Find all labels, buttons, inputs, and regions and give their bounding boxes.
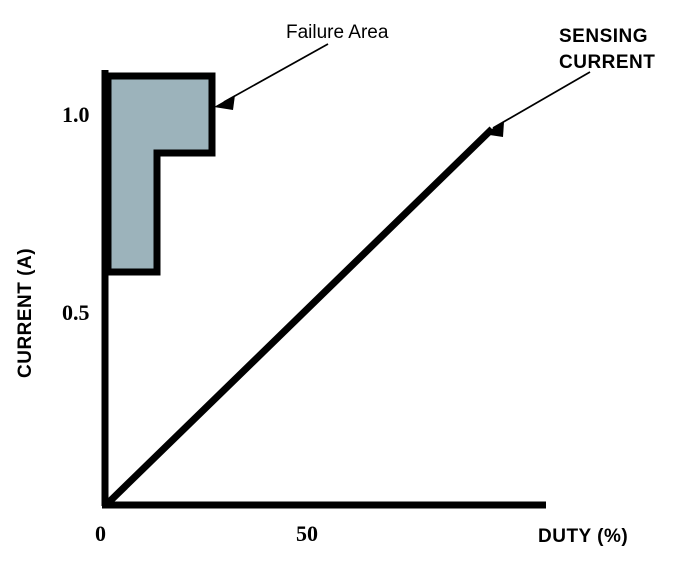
y-tick-label-1: 1.0 [62, 102, 90, 127]
sensing-current-label-line2: CURRENT [559, 52, 655, 73]
sensing-current-arrowhead [483, 122, 504, 137]
x-tick-label-0: 0 [95, 521, 106, 546]
failure-area-label: Failure Area [286, 22, 389, 43]
sensing-current-label-line1: SENSING [559, 26, 648, 47]
sensing-current-leader-line [492, 71, 591, 129]
failure-area-leader-line [223, 43, 329, 103]
failure-area-arrowhead [214, 95, 235, 110]
y-axis-title: CURRENT (A) [15, 248, 36, 378]
x-axis-title: DUTY (%) [538, 526, 628, 547]
failure-area-region [104, 72, 216, 276]
y-tick-label-0.5: 0.5 [62, 300, 90, 325]
x-tick-label-50: 50 [296, 521, 318, 546]
sensing-current-line [103, 126, 495, 508]
